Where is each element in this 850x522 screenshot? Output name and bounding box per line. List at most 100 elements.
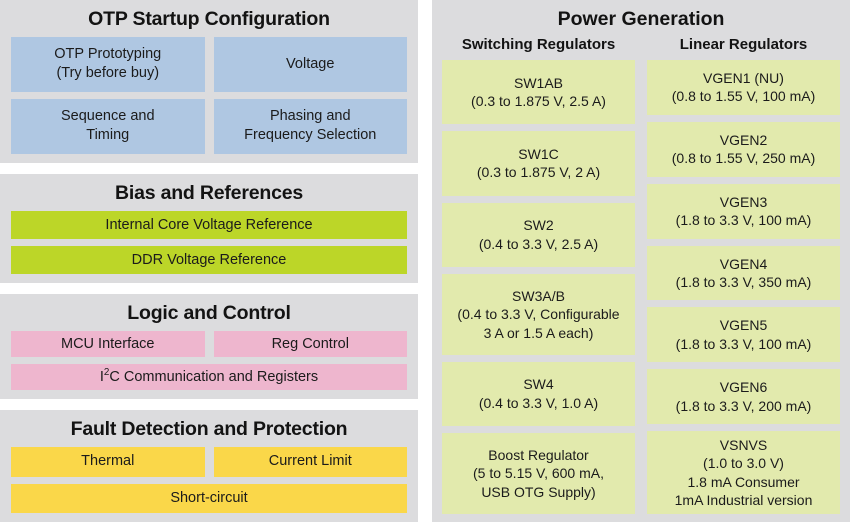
feature-chip-current-limit[interactable]: Current Limit <box>213 447 407 477</box>
feature-chip-thermal[interactable]: Thermal <box>11 447 205 477</box>
regulator-name: VGEN3 <box>719 193 768 210</box>
feature-chip-label: Short-circuit <box>170 489 247 508</box>
feature-chip-line: Thermal <box>81 453 135 470</box>
regulator-name: SW1C <box>518 145 559 162</box>
feature-chip-line: Short-circuit <box>170 489 248 506</box>
regulator-name: SW3A/B <box>512 287 565 304</box>
regulator-spec-line: (1.8 to 3.3 V, 350 mA) <box>675 274 812 290</box>
feature-chip-line: (Try before buy) <box>56 65 160 82</box>
feature-chip-line: Sequence and <box>60 108 155 125</box>
feature-row: Thermal Current Limit <box>11 447 407 477</box>
regulator-column-heading: Linear Regulators <box>679 36 808 53</box>
regulator-box-vgen3[interactable]: VGEN3 (1.8 to 3.3 V, 100 mA) <box>647 183 840 239</box>
regulator-spec-line: (1.8 to 3.3 V, 100 mA) <box>675 335 812 352</box>
card-separator <box>0 399 418 411</box>
feature-chip-label: Thermal <box>81 452 134 471</box>
regulator-name: SW4 <box>523 376 554 393</box>
regulator-column-heading: Switching Regulators <box>461 36 616 53</box>
regulator-box-vgen2[interactable]: VGEN2 (0.8 to 1.55 V, 250 mA) <box>647 121 840 177</box>
regulator-box-boost-regulator[interactable]: Boost Regulator (5 to 5.15 V, 600 mA,USB … <box>442 433 635 515</box>
card-separator <box>0 283 418 295</box>
feature-chip-reg-control[interactable]: Reg Control <box>213 331 407 358</box>
feature-chip-line: Reg Control <box>271 335 349 352</box>
section-title: Bias and References <box>114 181 304 204</box>
regulator-box-vsnvs[interactable]: VSNVS (1.0 to 3.0 V)1.8 mA Consumer 1mA In… <box>647 431 840 514</box>
regulator-spec-line: 1.8 mA Consumer <box>687 473 800 490</box>
power-generation-title: Power Generation <box>557 8 725 30</box>
regulator-spec-line: (1.0 to 3.0 V) <box>703 455 784 472</box>
regulator-spec-line: (0.4 to 3.3 V, Configurable <box>457 306 620 323</box>
regulator-spec-line: (5 to 5.15 V, 600 mA, <box>472 465 604 482</box>
feature-chip-internal-core-voltage-reference[interactable]: Internal Core Voltage Reference <box>11 210 407 240</box>
feature-chip-line: Frequency Selection <box>244 127 377 144</box>
feature-row: DDR Voltage Reference <box>11 246 407 275</box>
feature-chip-line: OTP Prototyping <box>54 46 162 63</box>
feature-chip-line: Phasing and <box>269 108 351 125</box>
regulator-name: VGEN1 (NU) <box>703 69 784 86</box>
regulator-box-vgen4[interactable]: VGEN4 (1.8 to 3.3 V, 350 mA) <box>647 245 840 301</box>
regulator-box-sw1ab[interactable]: SW1AB (0.3 to 1.875 V, 2.5 A) <box>442 60 635 125</box>
regulator-name: VGEN2 <box>719 131 768 148</box>
feature-row: Short-circuit <box>11 483 407 514</box>
regulator-spec-line: (1.8 to 3.3 V, 100 mA) <box>675 212 812 229</box>
feature-chip-voltage[interactable]: Voltage <box>213 37 407 92</box>
feature-row: MCU Interface Reg Control <box>11 331 407 358</box>
panel-divider <box>418 0 432 522</box>
feature-chip-line: Timing <box>86 127 130 144</box>
regulator-name: SW1AB <box>513 74 563 91</box>
regulator-spec-line: USB OTG Supply) <box>481 483 596 500</box>
feature-chip-label: DDR Voltage Reference <box>132 251 287 270</box>
regulator-box-vgen6[interactable]: VGEN6(1.8 to 3.3 V, 200 mA) <box>647 369 840 425</box>
feature-chip-label: I2C Communication and Registers <box>99 366 319 385</box>
section-title: OTP Startup Configuration <box>88 8 330 30</box>
feature-chip-label: Voltage <box>286 55 334 74</box>
regulator-spec-line: (0.8 to 1.55 V, 250 mA) <box>671 150 816 167</box>
feature-row: I2C Communication and Registers <box>11 364 407 391</box>
regulator-box-vgen1-nu[interactable]: VGEN1 (NU)(0.8 to 1.55 V, 100 mA) <box>647 60 840 115</box>
regulator-spec-line: (1.8 to 3.3 V, 200 mA) <box>675 397 812 414</box>
regulator-list: VGEN1 (NU)(0.8 to 1.55 V, 100 mA) VGEN2 (0… <box>647 60 840 514</box>
regulator-box-sw4[interactable]: SW4(0.4 to 3.3 V, 1.0 A) <box>442 361 635 427</box>
feature-row: Internal Core Voltage Reference <box>11 210 407 240</box>
regulator-spec-line: (0.4 to 3.3 V, 2.5 A) <box>478 235 599 252</box>
regulator-spec-line: 3 A or 1.5 A each) <box>483 324 594 341</box>
feature-chip-line: Voltage <box>286 55 335 72</box>
regulator-name: VGEN6 <box>719 379 768 396</box>
feature-chip-otp-prototyping[interactable]: OTP Prototyping (Try before buy) <box>11 37 205 92</box>
regulator-name: VGEN5 <box>719 317 768 334</box>
regulator-spec-line: (0.3 to 1.875 V, 2 A) <box>476 164 601 181</box>
regulator-name: VGEN4 <box>719 255 768 272</box>
section-title: Logic and Control <box>127 302 291 325</box>
feature-chip-label: Current Limit <box>269 452 352 471</box>
regulator-name: Boost Regulator <box>488 446 589 463</box>
feature-row: OTP Prototyping (Try before buy) Voltage <box>11 37 407 92</box>
feature-chip-line: Internal Core Voltage Reference <box>105 216 313 233</box>
regulator-box-sw1c[interactable]: SW1C (0.3 to 1.875 V, 2 A) <box>442 131 635 196</box>
feature-chip-i2c-communication-and-registers[interactable]: I2C Communication and Registers <box>11 364 407 391</box>
regulator-spec-line: (0.3 to 1.875 V, 2.5 A) <box>471 93 606 110</box>
feature-chip-line: Current Limit <box>268 453 352 470</box>
feature-chip-ddr-voltage-reference[interactable]: DDR Voltage Reference <box>11 246 407 275</box>
feature-chip-line: MCU Interface <box>61 335 155 352</box>
regulator-spec-line: 1mA Industrial version <box>674 492 813 509</box>
regulator-box-vgen5[interactable]: VGEN5(1.8 to 3.3 V, 100 mA) <box>647 307 840 363</box>
section-title: Fault Detection and Protection <box>70 418 348 441</box>
feature-chip-label: Reg Control <box>272 335 349 354</box>
regulator-box-sw2[interactable]: SW2(0.4 to 3.3 V, 2.5 A) <box>442 202 635 267</box>
feature-chip-label: MCU Interface <box>61 335 154 354</box>
feature-chip-mcu-interface[interactable]: MCU Interface <box>11 331 205 358</box>
feature-chip-short-circuit[interactable]: Short-circuit <box>11 483 407 514</box>
regulator-name: VSNVS <box>719 436 768 453</box>
